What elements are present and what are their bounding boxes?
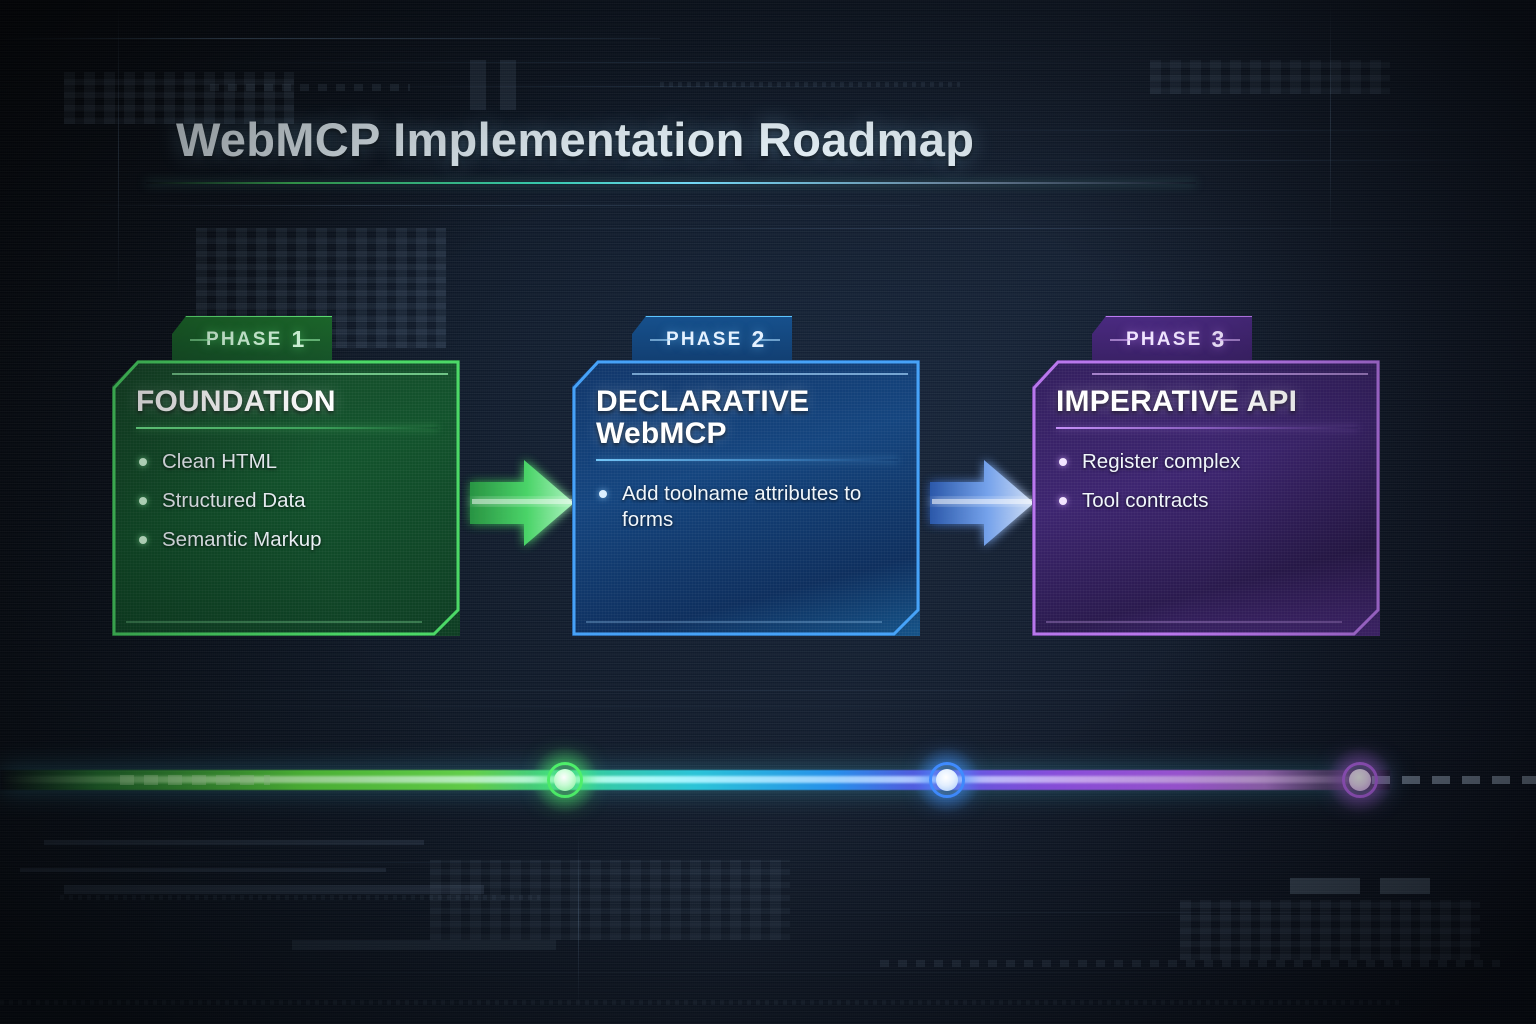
phase-bullets-3: Register complex Tool contracts	[1056, 449, 1358, 514]
phase-tab-label: PHASE	[666, 328, 743, 350]
bullet-text: Tool contracts	[1082, 489, 1209, 513]
bg-line	[0, 706, 1200, 707]
phase-tab-label: PHASE	[1126, 328, 1203, 350]
bullet-text: Add toolname attributes to forms	[622, 481, 862, 531]
bg-dashes	[60, 895, 540, 900]
bg-block	[64, 885, 484, 894]
title-underline	[146, 182, 1196, 184]
bg-line	[330, 86, 950, 87]
bullet-text: Clean HTML	[162, 449, 278, 473]
tab-tick-icon	[760, 338, 781, 341]
bg-line	[760, 912, 1536, 913]
node-core	[1349, 769, 1371, 791]
timeline-node-phase-2[interactable]	[929, 762, 965, 798]
list-item: Register complex	[1056, 449, 1358, 475]
bg-dashes	[660, 82, 960, 87]
bg-data-block	[430, 860, 790, 940]
tab-tick-icon	[190, 338, 210, 341]
list-item: Structured Data	[136, 488, 438, 514]
bg-line	[578, 830, 579, 1010]
timeline-node-phase-3[interactable]	[1342, 762, 1378, 798]
phase-title-line1: DECLARATIVE	[596, 385, 810, 418]
bg-dashes	[0, 1000, 1400, 1005]
bg-line	[0, 690, 1536, 691]
tab-tick-icon	[1220, 338, 1241, 341]
phase-title-1: FOUNDATION	[136, 385, 336, 418]
bg-block	[20, 868, 386, 872]
bullet-text: Semantic Markup	[162, 528, 322, 552]
list-item: Semantic Markup	[136, 527, 438, 553]
phase-bullets-2: Add toolname attributes to forms	[596, 481, 898, 533]
phase-card-1[interactable]: PHASE 1 FOUNDATION Clean HTML Structured…	[112, 316, 460, 636]
node-core	[936, 769, 958, 791]
phase-title-rule	[1056, 426, 1358, 429]
node-core	[554, 769, 576, 791]
tab-tick-icon	[650, 338, 670, 341]
bullet-text: Register complex	[1082, 449, 1241, 473]
tab-tick-icon	[1110, 338, 1130, 341]
bullet-dot-icon	[1059, 457, 1067, 466]
bg-line	[0, 862, 800, 863]
bg-dashes	[880, 960, 1500, 967]
bg-block	[1380, 878, 1430, 894]
list-item: Clean HTML	[136, 449, 438, 475]
phase-title-line2: WebMCP	[596, 416, 727, 450]
bullet-dot-icon	[1059, 497, 1067, 506]
bg-data-block	[1180, 900, 1480, 960]
bg-line	[0, 972, 1536, 973]
phase-tab-3: PHASE 3	[1092, 316, 1253, 362]
progress-timeline[interactable]	[0, 746, 1536, 814]
timeline-leading-dashes	[120, 775, 270, 785]
phase-title-2: DECLARATIVE WebMCP	[596, 386, 898, 450]
bg-block	[1290, 878, 1360, 894]
phase-cards: PHASE 1 FOUNDATION Clean HTML Structured…	[0, 316, 1536, 646]
phase-bullets-1: Clean HTML Structured Data Semantic Mark…	[136, 449, 438, 554]
page-title: WebMCP Implementation Roadmap	[176, 113, 975, 166]
title-area: WebMCP Implementation Roadmap	[146, 112, 1356, 184]
bg-block	[470, 60, 486, 110]
bg-block	[44, 840, 424, 845]
bullet-dot-icon	[139, 497, 147, 506]
bg-line	[60, 205, 920, 206]
bullet-dot-icon	[139, 536, 147, 545]
phase-body-3: IMPERATIVE API Register complex Tool con…	[1032, 360, 1380, 636]
bg-block	[292, 940, 556, 950]
phase-title-3: IMPERATIVE API	[1056, 385, 1298, 418]
phase-title-rule	[596, 458, 898, 461]
phase-card-3[interactable]: PHASE 3 IMPERATIVE API Register complex …	[1032, 316, 1380, 636]
bullet-dot-icon	[139, 457, 147, 466]
phase-tab-1: PHASE 1	[172, 316, 333, 362]
timeline-trailing-dashes	[1372, 776, 1536, 784]
phase-tab-label: PHASE	[206, 328, 283, 350]
phase-body-1: FOUNDATION Clean HTML Structured Data Se…	[112, 360, 460, 636]
tab-tick-icon	[300, 338, 321, 341]
phase-title-rule	[136, 426, 438, 429]
list-item: Tool contracts	[1056, 488, 1358, 514]
bg-line	[160, 62, 1140, 63]
timeline-node-phase-1[interactable]	[547, 762, 583, 798]
bg-line	[420, 228, 1520, 229]
list-item: Add toolname attributes to forms	[596, 481, 898, 533]
bullet-text: Structured Data	[162, 489, 306, 513]
bg-block	[500, 60, 516, 110]
bullet-dot-icon	[599, 489, 607, 498]
bg-line	[0, 38, 660, 39]
phase-card-2[interactable]: PHASE 2 DECLARATIVE WebMCP Add toolname …	[572, 316, 920, 636]
phase-tab-2: PHASE 2	[632, 316, 793, 362]
bg-data-block	[1150, 60, 1390, 94]
phase-body-2: DECLARATIVE WebMCP Add toolname attribut…	[572, 360, 920, 636]
bg-line	[118, 0, 119, 300]
bg-dashes	[210, 84, 410, 91]
